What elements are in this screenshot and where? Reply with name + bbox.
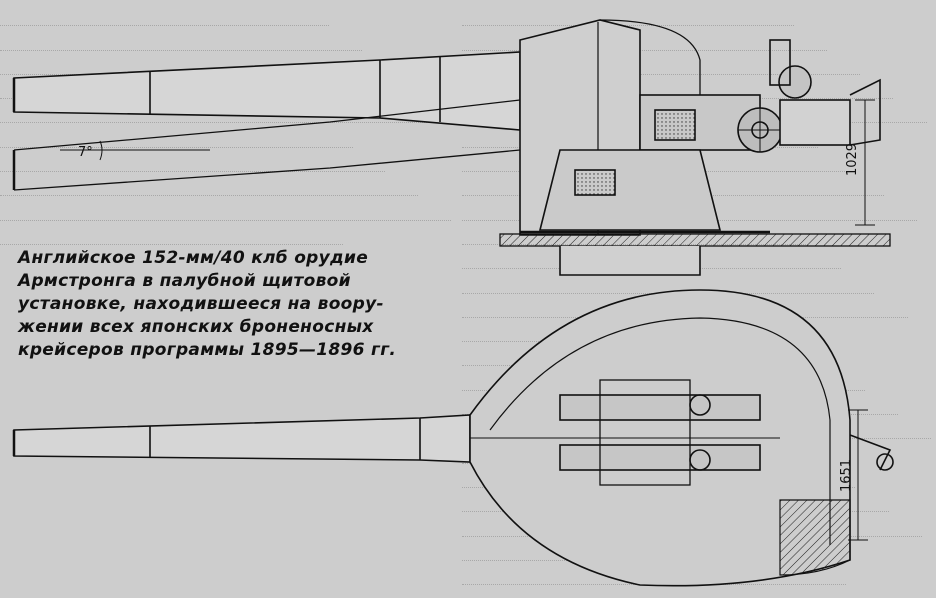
height-dimension-label: 1029 xyxy=(845,142,861,177)
bleed-line xyxy=(0,123,353,148)
bleed-line xyxy=(462,26,827,51)
figure-caption: Английское 152-мм/40 клб орудие Армстрон… xyxy=(18,247,448,362)
caption-line: жении всех японских броненосных xyxy=(18,317,374,337)
bleed-line xyxy=(0,2,329,27)
caption-line: Армстронга в палубной щитовой xyxy=(18,271,351,291)
bleed-line xyxy=(0,26,362,51)
side-view-drawing xyxy=(12,19,891,276)
bleed-line xyxy=(0,196,452,221)
elevation-angle-label: 7° xyxy=(78,145,93,160)
width-dimension-label: 1651 xyxy=(839,458,855,493)
bleed-line xyxy=(0,221,344,245)
bleed-line xyxy=(0,172,419,197)
caption-line: крейсеров программы 1895—1896 гг. xyxy=(18,340,397,360)
bleed-line xyxy=(462,51,861,75)
bleed-line xyxy=(0,148,386,173)
plan-view-drawing xyxy=(12,289,894,587)
caption-line: установке, находившееся на воору- xyxy=(18,294,384,314)
bleed-line xyxy=(0,99,461,124)
bleed-line xyxy=(462,2,794,27)
caption-line: Английское 152-мм/40 клб орудие xyxy=(18,248,369,268)
